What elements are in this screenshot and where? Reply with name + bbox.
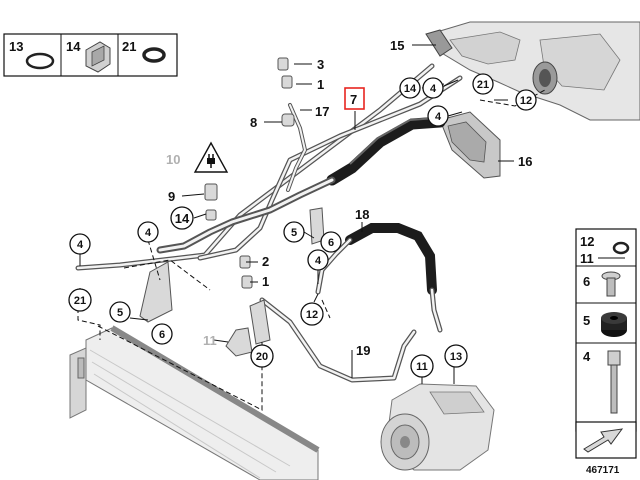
callout-9: 9: [168, 189, 175, 204]
evaporator-housing: [425, 21, 640, 121]
callout-2: 2: [262, 254, 269, 269]
callout-4d: 4: [69, 233, 91, 255]
legend-right-num: 12: [580, 234, 594, 249]
callout-10: 10: [166, 152, 180, 167]
svg-text:6: 6: [328, 237, 334, 249]
svg-text:13: 13: [450, 351, 462, 363]
legend-top-num: 21: [122, 39, 136, 54]
callout-13: 13: [444, 344, 468, 368]
svg-text:4: 4: [77, 239, 84, 251]
diagram-id: 467171: [586, 465, 620, 476]
o-ring-icon: [612, 241, 630, 255]
grommet-icon: [601, 312, 627, 337]
callout-7: 7: [350, 92, 357, 107]
svg-text:20: 20: [256, 351, 268, 363]
svg-text:21: 21: [74, 295, 86, 307]
bolt-icon: [607, 350, 621, 414]
svg-text:4: 4: [315, 255, 322, 267]
svg-text:4: 4: [435, 111, 442, 123]
callout-3: 3: [317, 57, 324, 72]
callout-11a: 20: [250, 344, 274, 368]
callout-6a: 6: [320, 231, 342, 253]
svg-text:5: 5: [117, 307, 123, 319]
warning-triangle-icon: [193, 141, 229, 173]
callout-20: 11: [203, 333, 217, 348]
callout-14a: 14: [399, 77, 421, 99]
callout-11b: 11: [410, 354, 434, 378]
seal-ring-icon: [142, 47, 166, 63]
pipe-lines: [75, 57, 463, 383]
legend-top-num: 13: [9, 39, 23, 54]
svg-text:6: 6: [159, 329, 165, 341]
callout-5b: 5: [109, 301, 131, 323]
legend-right: 12 11 6 5 4 467171: [575, 228, 637, 476]
legend-right-num: 11: [580, 251, 594, 266]
callout-4e: 4: [307, 249, 329, 271]
callout-18: 18: [355, 207, 369, 222]
callout-5a: 5: [283, 221, 305, 243]
o-ring-icon: [25, 52, 55, 70]
callout-14b: 14: [170, 206, 194, 230]
svg-text:11: 11: [416, 361, 428, 373]
legend-right-num: 5: [583, 313, 590, 328]
callout-12a: 12: [515, 89, 537, 111]
callout-21b: 21: [68, 288, 92, 312]
legend-right-num: 4: [583, 349, 591, 364]
callout-21a: 21: [472, 73, 494, 95]
svg-text:21: 21: [477, 79, 489, 91]
screw-icon: [601, 271, 621, 297]
callout-12b: 12: [300, 302, 324, 326]
svg-text:4: 4: [145, 227, 152, 239]
callout-4c: 4: [137, 221, 159, 243]
svg-text:12: 12: [520, 95, 532, 107]
callout-4b: 4: [427, 105, 449, 127]
callout-17: 17: [315, 104, 329, 119]
callout-7-highlight-box: [344, 87, 365, 110]
svg-text:14: 14: [175, 211, 190, 226]
svg-text:12: 12: [306, 309, 318, 321]
svg-text:4: 4: [430, 83, 437, 95]
callout-8: 8: [250, 115, 257, 130]
callout-1: 1: [317, 77, 324, 92]
condenser: [69, 325, 320, 480]
bracket-16: [439, 111, 501, 179]
legend-top-num: 14: [66, 39, 81, 54]
clip-bracket-icon: [85, 41, 111, 73]
legend-right-num: 6: [583, 274, 590, 289]
callout-6b: 6: [151, 323, 173, 345]
svg-text:5: 5: [291, 227, 297, 239]
callout-1b: 1: [262, 274, 269, 289]
compressor: [380, 383, 495, 471]
svg-text:14: 14: [404, 83, 417, 95]
callout-16: 16: [518, 154, 532, 169]
arrow-icon: [583, 428, 624, 453]
callout-4a: 4: [422, 77, 444, 99]
legend-top: 13 14 21: [3, 33, 178, 77]
callout-19: 19: [356, 343, 370, 358]
callout-15: 15: [390, 38, 404, 53]
